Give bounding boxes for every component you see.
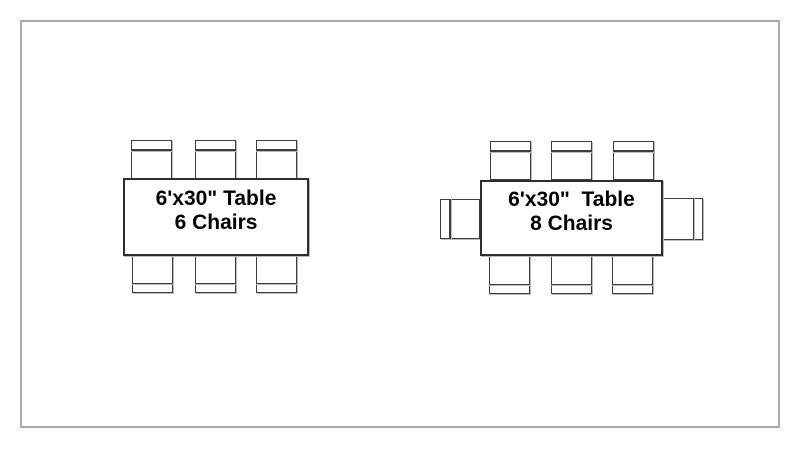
chair-bottom-2 [551, 255, 592, 294]
chair-left-end [440, 199, 480, 239]
chair-top-2 [195, 140, 236, 179]
table-8-chairs: 6'x30" Table 8 Chairs [480, 180, 663, 256]
chair-right-end [662, 198, 703, 240]
chair-top-1 [131, 140, 172, 179]
chair-top-3 [256, 140, 297, 179]
room-outline [20, 20, 780, 428]
table-size-label: 6'x30" Table [508, 188, 635, 211]
table-size-label: 6'x30" Table [155, 187, 277, 210]
chair-bottom-3 [612, 255, 653, 294]
table-chair-count-label: 8 Chairs [530, 212, 613, 235]
chair-bottom-1 [489, 255, 530, 294]
chair-bottom-2 [195, 255, 236, 293]
table-chair-count-label: 6 Chairs [174, 211, 258, 234]
chair-top-1 [490, 141, 531, 180]
chair-bottom-3 [256, 255, 297, 293]
chair-top-2 [551, 141, 592, 180]
chair-bottom-1 [132, 255, 173, 293]
table-6-chairs: 6'x30" Table 6 Chairs [123, 178, 309, 256]
chair-top-3 [613, 141, 654, 180]
